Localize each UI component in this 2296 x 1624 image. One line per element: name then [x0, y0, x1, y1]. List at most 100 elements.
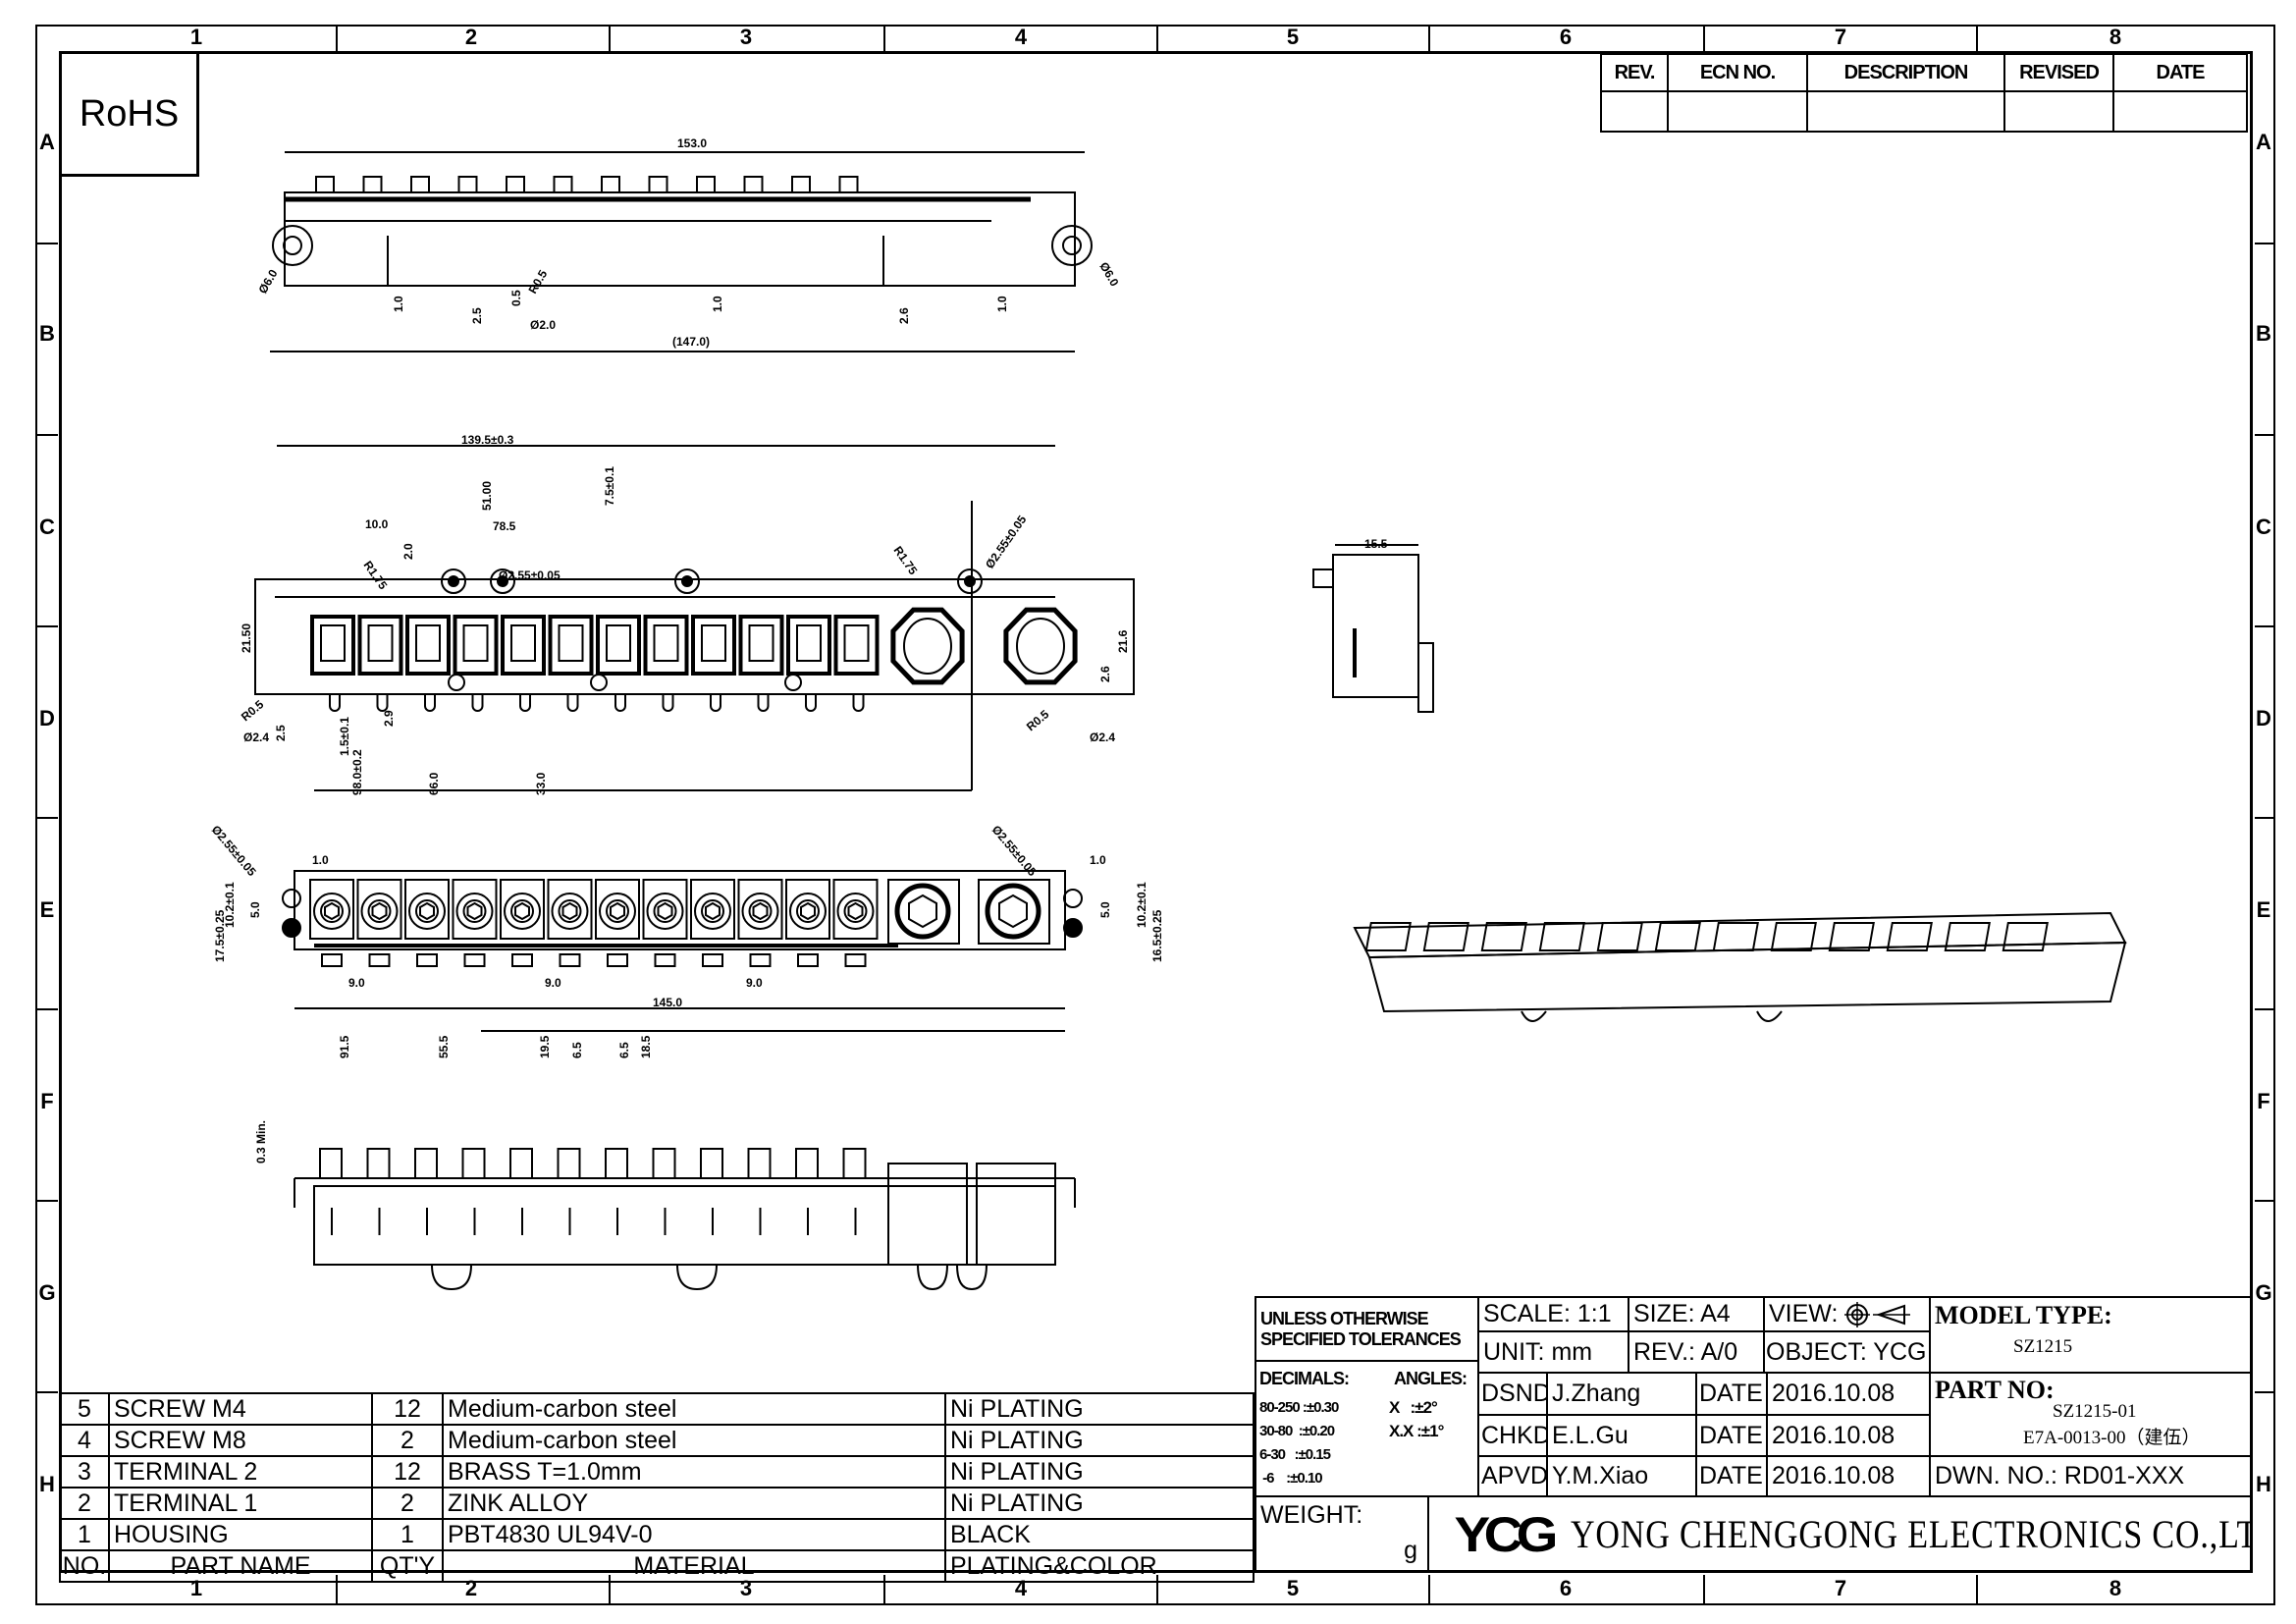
zone-column-label: 6 [1559, 25, 1573, 49]
dim-label: 10.2±0.1 [1135, 882, 1148, 928]
large-terminal-housing [890, 607, 965, 685]
screw-head [789, 893, 827, 930]
bom-header-cell: PLATING&COLOR [944, 1549, 1255, 1583]
terminal-tab [791, 176, 811, 193]
company-field: YCG YONG CHENGGONG ELECTRONICS CO.,LTD. [1427, 1495, 2253, 1573]
terminal-cell [1886, 922, 1933, 951]
screw-ring [796, 899, 820, 923]
zone-divider [609, 27, 611, 51]
pin-foot [559, 953, 581, 967]
housing-outline [1332, 554, 1419, 698]
hex-socket [847, 901, 864, 921]
pin-foot [844, 953, 867, 967]
terminal-tab [747, 1148, 772, 1179]
part-no-value: SZ1215-01 [2053, 1401, 2137, 1422]
zone-divider [2255, 817, 2275, 819]
dim-label: R0.5 [239, 697, 267, 724]
dim-label: Ø2.55±0.05 [209, 823, 259, 879]
dim-label: 0.3 Min. [254, 1120, 268, 1164]
object-field: OBJECT: YCG [1763, 1330, 1931, 1374]
zone-row-label: F [40, 1089, 54, 1113]
terminal-tab [410, 176, 430, 193]
decimal-tolerance: -6 :±0.10 [1259, 1470, 1322, 1487]
screw-ring [701, 899, 724, 923]
terminal-window [405, 615, 451, 676]
dim-label: 2.9 [382, 710, 396, 727]
zone-divider [336, 1575, 338, 1604]
terminal-cell [1422, 922, 1469, 951]
bom-header-cell: PART NAME [108, 1549, 373, 1583]
locating-pin [448, 674, 465, 691]
zone-divider [1976, 1575, 1978, 1604]
large-screw-head [985, 883, 1041, 940]
zone-column-label: 7 [1834, 1576, 1847, 1600]
zone-divider [37, 1008, 58, 1010]
dsnd-date-label: DATE [1695, 1372, 1768, 1416]
terminal-cell [2002, 922, 2049, 951]
mount-hole [282, 889, 301, 908]
large-terminal-cell [978, 879, 1050, 945]
dim-label: R0.5 [1024, 707, 1052, 733]
large-terminal-bore [1016, 618, 1065, 675]
dim-label: 9.0 [545, 976, 561, 990]
terminal-tab [319, 1148, 343, 1179]
bom-header-cell: MATERIAL [442, 1549, 946, 1583]
zone-divider [1976, 27, 1978, 51]
terminal-tab [457, 176, 478, 193]
pin [376, 694, 389, 712]
screw-head [599, 893, 636, 930]
dim-label: 2.0 [401, 543, 415, 560]
terminal-inner [748, 624, 774, 662]
terminal-window [786, 615, 831, 676]
screw-head [741, 893, 779, 930]
dim-label: 2.5 [274, 725, 288, 741]
pin [852, 694, 865, 712]
terminal-window [357, 615, 403, 676]
terminal-cell [1596, 922, 1643, 951]
dim-label: 5.0 [1098, 901, 1112, 918]
zone-column-label: 7 [1834, 25, 1847, 49]
terminal-cell [785, 879, 830, 940]
zone-row-label: H [2256, 1472, 2271, 1496]
large-screw-head [894, 883, 951, 940]
terminal-inner [843, 624, 870, 662]
large-terminal-cell [887, 879, 960, 945]
pin-foot [607, 953, 628, 967]
company-name: YONG CHENGGONG ELECTRONICS CO.,LTD. [1571, 1512, 2253, 1556]
screw-head [408, 893, 446, 930]
zone-column-label: 2 [464, 25, 478, 49]
dim-label: 51.00 [480, 481, 494, 511]
terminal-cell [642, 879, 688, 940]
terminal-tab [605, 1148, 628, 1179]
terminal-tab [700, 1148, 723, 1179]
screw-ring [606, 899, 629, 923]
plan-view [282, 870, 1083, 1032]
dim-label: 153.0 [677, 136, 707, 150]
model-type-value: SZ1215 [2013, 1336, 2073, 1357]
dim-label: 1.0 [392, 296, 405, 312]
dim-label: 91.5 [338, 1035, 351, 1058]
plan-view-dimensions: 1.0 1.0 17.5±0.25 10.2±0.1 5.0 16.5±0.25… [209, 823, 1164, 1058]
dim-label: 10.2±0.1 [223, 882, 237, 928]
dim-label: R1.75 [891, 544, 921, 578]
terminal-cell [500, 879, 545, 940]
terminal-tab [506, 176, 525, 193]
zone-row-label: F [2257, 1089, 2270, 1113]
mount-hole-center [497, 575, 508, 587]
bom-cell: SCREW M8 [108, 1424, 373, 1457]
front-view-dimensions: 139.5±0.3 21.50 21.6 10.0 78.5 51.00 7.5… [239, 433, 1130, 795]
terminal-inner [796, 624, 822, 662]
zone-divider [37, 243, 58, 244]
pin-foot [654, 953, 676, 967]
dim-label: 1.0 [995, 296, 1009, 312]
zone-divider [2255, 1008, 2275, 1010]
bom-cell: Ni PLATING [944, 1455, 1255, 1489]
zone-divider [609, 1575, 611, 1604]
mount-pegs [431, 1264, 988, 1291]
zone-divider [1703, 1575, 1705, 1604]
pin [757, 694, 770, 712]
mount-hole [1063, 918, 1083, 938]
zone-divider [2255, 1391, 2275, 1393]
terminal-cell [1480, 922, 1527, 951]
view-label: VIEW: [1769, 1300, 1839, 1327]
